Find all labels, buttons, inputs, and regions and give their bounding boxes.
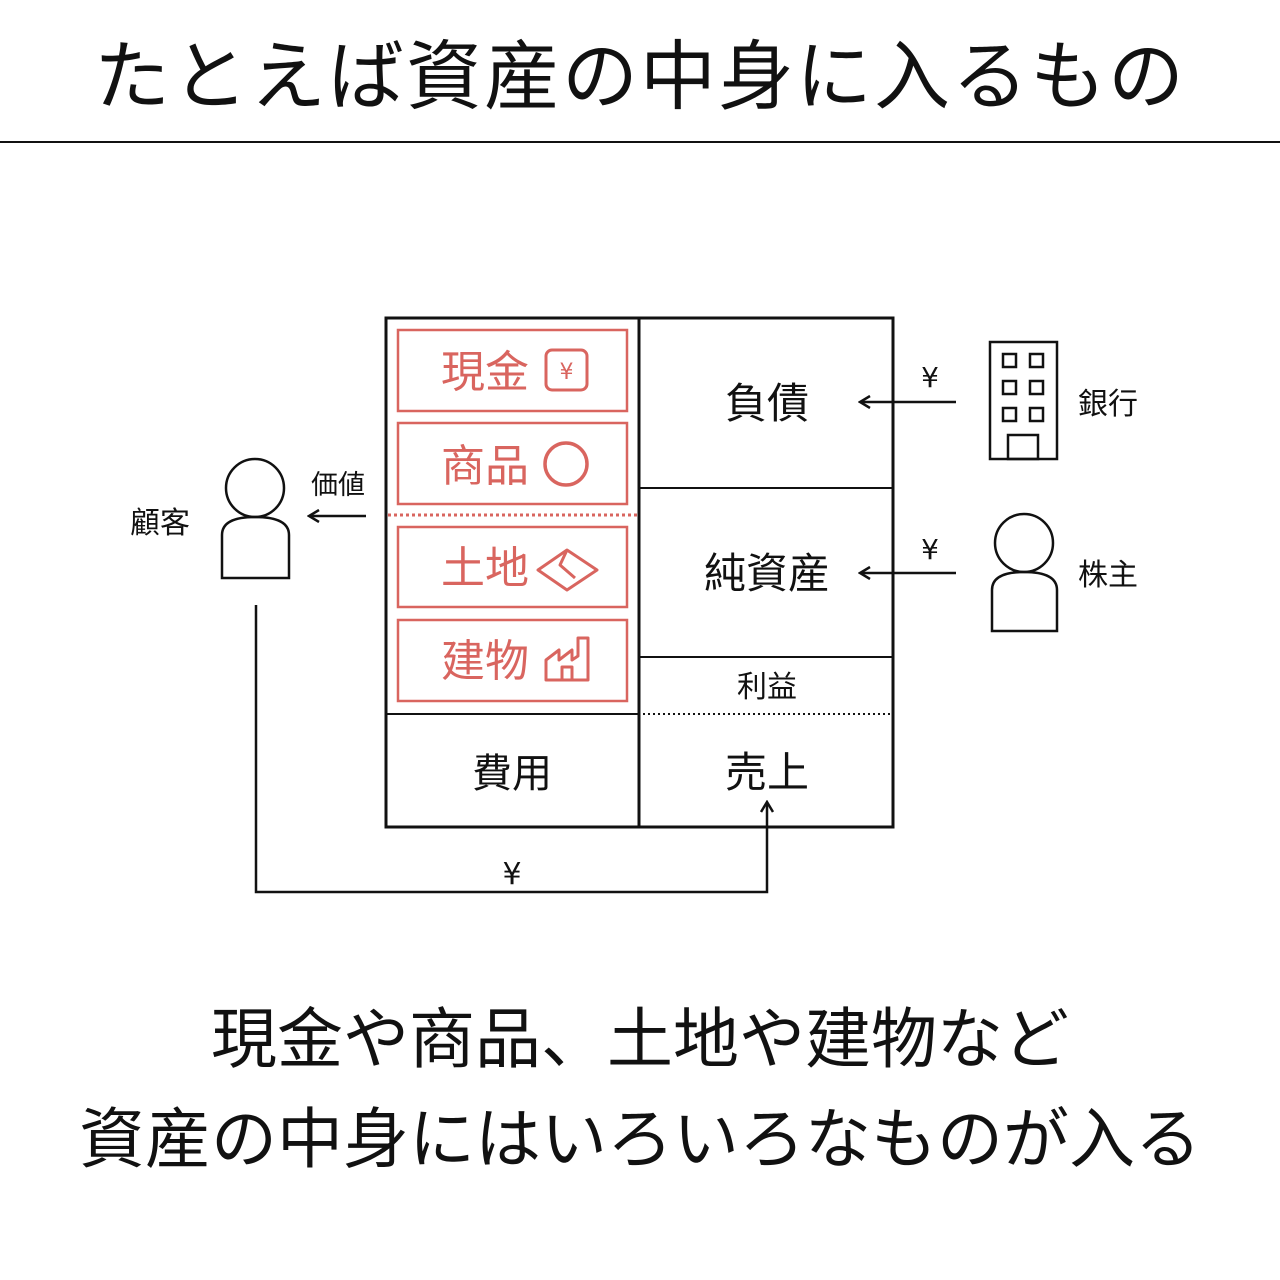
asset-goods-label: 商品 xyxy=(441,441,529,492)
value-label: 価値 xyxy=(311,470,365,501)
yen-note-icon: ¥ xyxy=(544,348,589,392)
caption-line-2: 資産の中身にはいろいろなものが入る xyxy=(79,1101,1201,1178)
title-divider xyxy=(0,141,1280,143)
expense-label: 費用 xyxy=(472,751,552,797)
svg-text:¥: ¥ xyxy=(560,360,574,385)
land-plot-icon xyxy=(536,548,599,592)
circle-icon xyxy=(543,441,589,487)
customer-person-icon xyxy=(220,457,291,580)
liabilities-label: 負債 xyxy=(725,379,809,428)
asset-land-label: 土地 xyxy=(441,543,529,594)
shareholder-yen-label: ¥ xyxy=(921,533,939,566)
shareholder-label: 株主 xyxy=(1078,558,1138,593)
bank-building-icon xyxy=(988,340,1059,461)
payment-yen-label: ¥ xyxy=(502,857,521,892)
shareholder-person-icon xyxy=(990,512,1059,633)
sales-label: 売上 xyxy=(725,748,809,797)
asset-building-label: 建物 xyxy=(441,636,529,687)
customer-label: 顧客 xyxy=(130,506,190,541)
caption-line-1: 現金や商品、土地や建物など xyxy=(211,1001,1069,1078)
payment-flow-arrow xyxy=(254,605,767,894)
bank-yen-label: ¥ xyxy=(921,361,939,394)
factory-icon xyxy=(544,636,590,682)
asset-cash-label: 現金 xyxy=(441,347,529,398)
asset-building: 建物 xyxy=(396,618,629,703)
asset-land: 土地 xyxy=(396,525,629,609)
page-title: たとえば資産の中身に入るもの xyxy=(94,32,1186,121)
net-assets-label: 純資産 xyxy=(704,549,830,598)
profit-label: 利益 xyxy=(737,670,797,705)
bank-label: 銀行 xyxy=(1078,387,1138,422)
asset-cash: 現金 ¥ xyxy=(396,328,629,413)
asset-goods: 商品 xyxy=(396,421,629,506)
